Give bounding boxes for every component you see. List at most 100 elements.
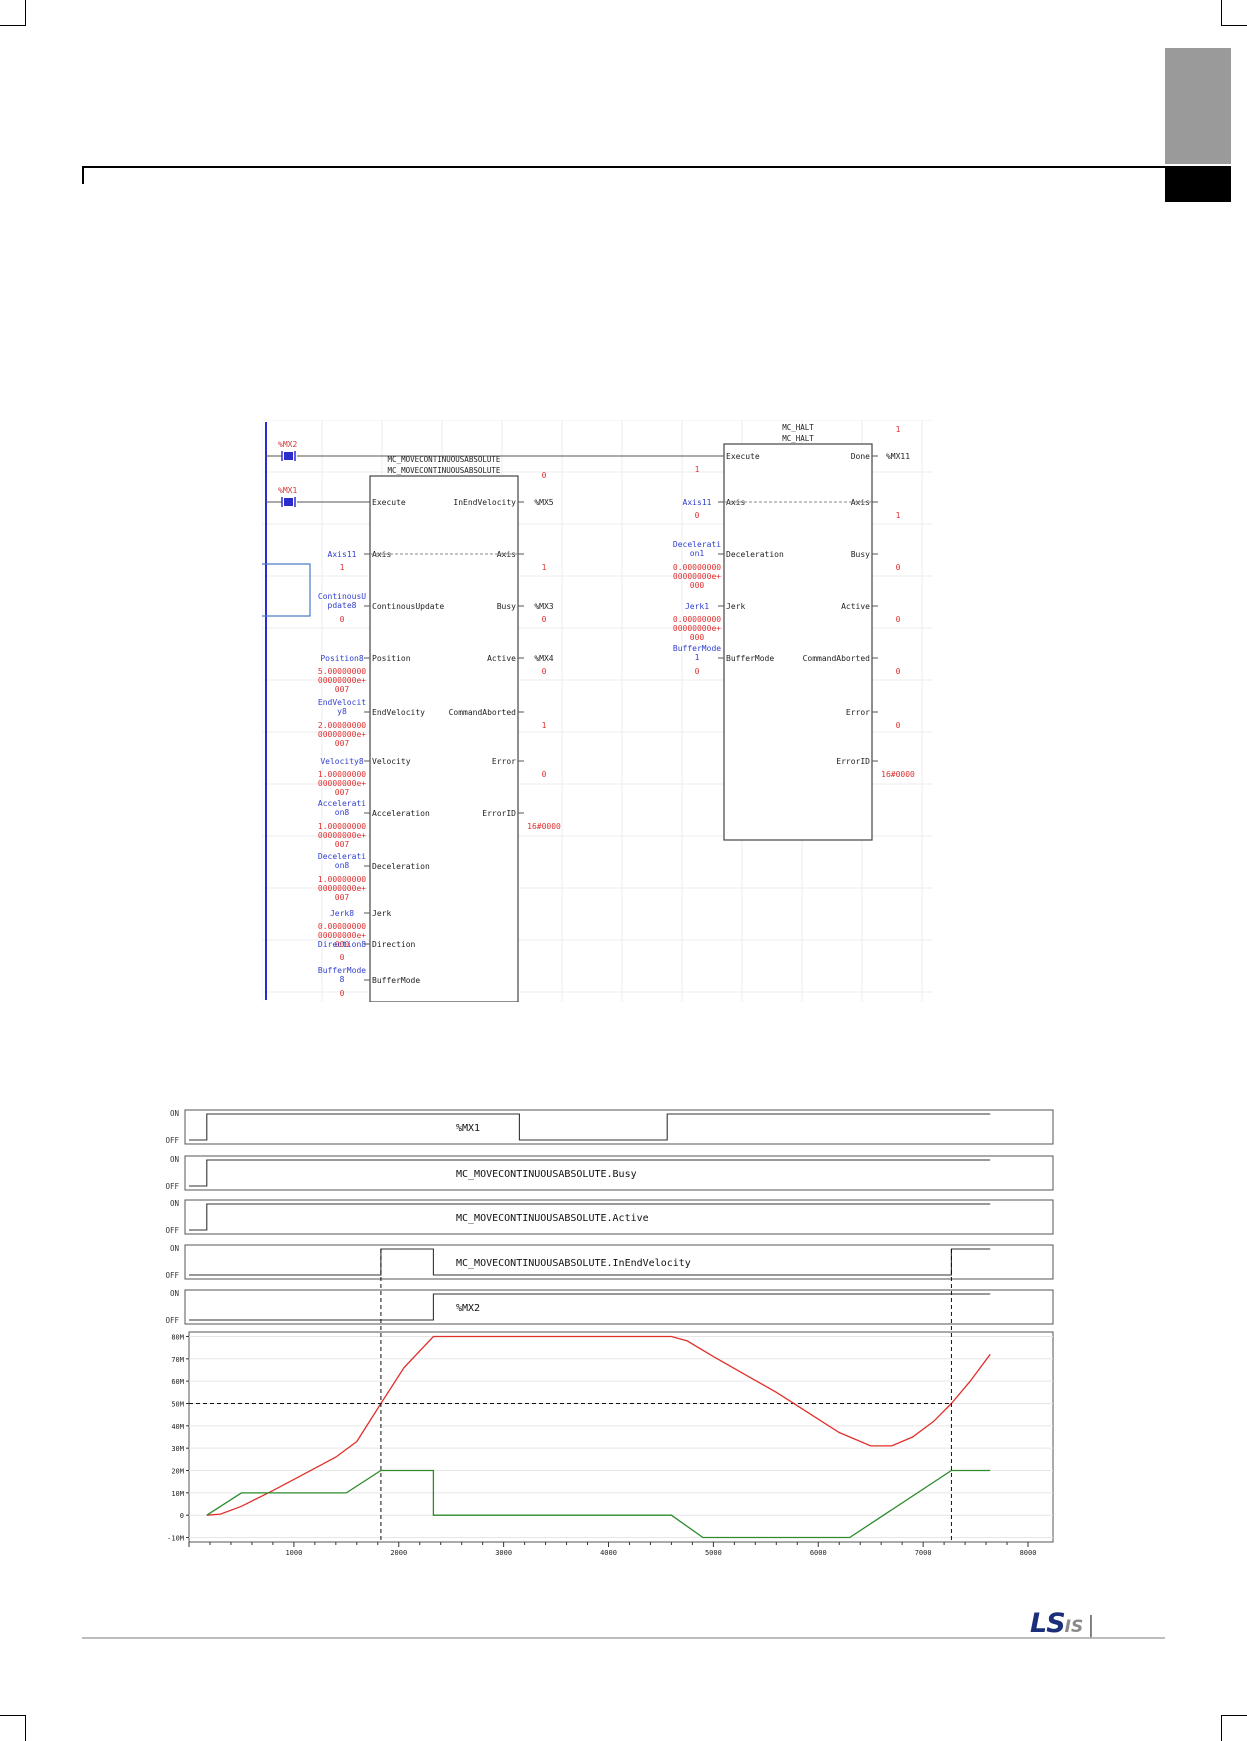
signal-off-label: OFF bbox=[165, 1271, 179, 1280]
crop-mark bbox=[1221, 1715, 1247, 1716]
right-output-pin: Active bbox=[841, 602, 870, 611]
signal-frame bbox=[184, 1109, 1054, 1145]
left-input-value: 0 bbox=[340, 989, 345, 998]
right-block-instance: MC_HALT bbox=[782, 434, 814, 443]
left-input-pin: Direction bbox=[372, 940, 416, 949]
left-input-var: Velocity8 bbox=[320, 757, 364, 766]
y-tick-label: 60M bbox=[171, 1378, 184, 1386]
right-output-value: 1 bbox=[896, 511, 901, 520]
y-tick-label: 0 bbox=[180, 1512, 184, 1520]
left-input-pin: BufferMode bbox=[372, 976, 420, 985]
right-block-title: MC_HALT bbox=[782, 423, 814, 432]
right-output-pin: Error bbox=[846, 708, 870, 717]
right-input-value: 0 bbox=[695, 511, 700, 520]
right-output-value: 0 bbox=[896, 667, 901, 676]
x-tick-label: 8000 bbox=[1020, 1549, 1037, 1557]
x-tick-label: 7000 bbox=[915, 1549, 932, 1557]
series-line bbox=[206, 1335, 991, 1516]
left-input-pin: ContinousUpdate bbox=[372, 602, 444, 611]
crop-mark bbox=[25, 0, 26, 26]
y-tick-label: 70M bbox=[171, 1356, 184, 1364]
left-output-var: %MX5 bbox=[534, 498, 553, 507]
chapter-tab-marker bbox=[1165, 166, 1231, 202]
signal-name-bg bbox=[445, 1207, 657, 1227]
signal-waveform bbox=[189, 1293, 991, 1321]
right-output-pin: Done bbox=[851, 452, 870, 461]
crop-mark bbox=[25, 1715, 26, 1741]
header-rule bbox=[82, 166, 1165, 168]
x-tick-label: 1000 bbox=[285, 1549, 302, 1557]
crop-mark bbox=[0, 1715, 26, 1716]
signal-on-label: ON bbox=[170, 1244, 179, 1253]
logo-is: IS bbox=[1064, 1617, 1084, 1637]
left-output-pin: CommandAborted bbox=[449, 708, 517, 717]
crop-mark bbox=[1221, 0, 1222, 26]
signal-off-label: OFF bbox=[165, 1226, 179, 1235]
left-output-value: 0 bbox=[542, 770, 547, 779]
right-output-pin: ErrorID bbox=[836, 757, 870, 766]
series-line bbox=[206, 1469, 991, 1539]
left-block-title: MC_MOVECONTINUOUSABSOLUTE bbox=[388, 455, 501, 464]
selection-cursor bbox=[262, 563, 311, 617]
left-input-pin: Execute bbox=[372, 498, 406, 507]
left-input-var: Direction8 bbox=[318, 940, 366, 949]
left-block-instance: MC_MOVECONTINUOUSABSOLUTE bbox=[388, 466, 501, 475]
left-input-var: Jerk8 bbox=[330, 909, 354, 918]
right-input-var: Axis11 bbox=[683, 498, 712, 507]
right-input-value: 1 bbox=[695, 465, 700, 474]
left-output-value: 0 bbox=[542, 615, 547, 624]
contact-symbol bbox=[284, 498, 293, 506]
y-tick-label: 40M bbox=[171, 1423, 184, 1431]
x-tick-label: 6000 bbox=[810, 1549, 827, 1557]
signal-name-bg bbox=[445, 1297, 481, 1317]
y-tick-label: 30M bbox=[171, 1445, 184, 1453]
signal-waveform bbox=[189, 1203, 991, 1231]
contact-symbol bbox=[284, 452, 293, 460]
signal-lane: ON OFF MC_MOVECONTINUOUSABSOLUTE.InEndVelo… bbox=[165, 1244, 1054, 1280]
chart-frame bbox=[188, 1331, 1054, 1543]
left-input-pin: EndVelocity bbox=[372, 708, 425, 717]
left-input-var: Axis11 bbox=[328, 550, 357, 559]
company-logo: LSIS| bbox=[1030, 1608, 1095, 1639]
left-output-value: 16#0000 bbox=[527, 822, 561, 831]
signal-name: MC_MOVECONTINUOUSABSOLUTE.InEndVelocity bbox=[456, 1258, 691, 1269]
signal-waveform bbox=[189, 1113, 991, 1141]
left-output-var: %MX4 bbox=[534, 654, 553, 663]
signal-name: MC_MOVECONTINUOUSABSOLUTE.Active bbox=[456, 1213, 649, 1224]
left-output-value: 1 bbox=[542, 721, 547, 730]
chapter-tab bbox=[1165, 48, 1231, 164]
x-tick-label: 4000 bbox=[600, 1549, 617, 1557]
signal-off-label: OFF bbox=[165, 1316, 179, 1325]
right-input-pin: Execute bbox=[726, 452, 760, 461]
signal-on-label: ON bbox=[170, 1199, 179, 1208]
signal-on-label: ON bbox=[170, 1109, 179, 1118]
right-output-value: 16#0000 bbox=[881, 770, 915, 779]
x-tick-label: 5000 bbox=[705, 1549, 722, 1557]
footer-rule bbox=[82, 1637, 1165, 1639]
contact-label: %MX1 bbox=[278, 486, 297, 495]
crop-mark bbox=[1221, 25, 1247, 26]
contact-label: %MX2 bbox=[278, 440, 297, 449]
left-output-pin: Active bbox=[487, 654, 516, 663]
left-output-pin: Busy bbox=[497, 602, 516, 611]
ladder-diagram: %MX2 %MX1 MC_MOVECONTINUOUSABSOLUTE MC_MOVE… bbox=[262, 420, 932, 1002]
logo-divider: | bbox=[1087, 1613, 1095, 1638]
signal-name-bg bbox=[445, 1252, 701, 1272]
signal-off-label: OFF bbox=[165, 1182, 179, 1191]
right-input-pin: BufferMode bbox=[726, 654, 774, 663]
signal-name: MC_MOVECONTINUOUSABSOLUTE.Busy bbox=[456, 1169, 637, 1180]
y-tick-label: 20M bbox=[171, 1468, 184, 1476]
